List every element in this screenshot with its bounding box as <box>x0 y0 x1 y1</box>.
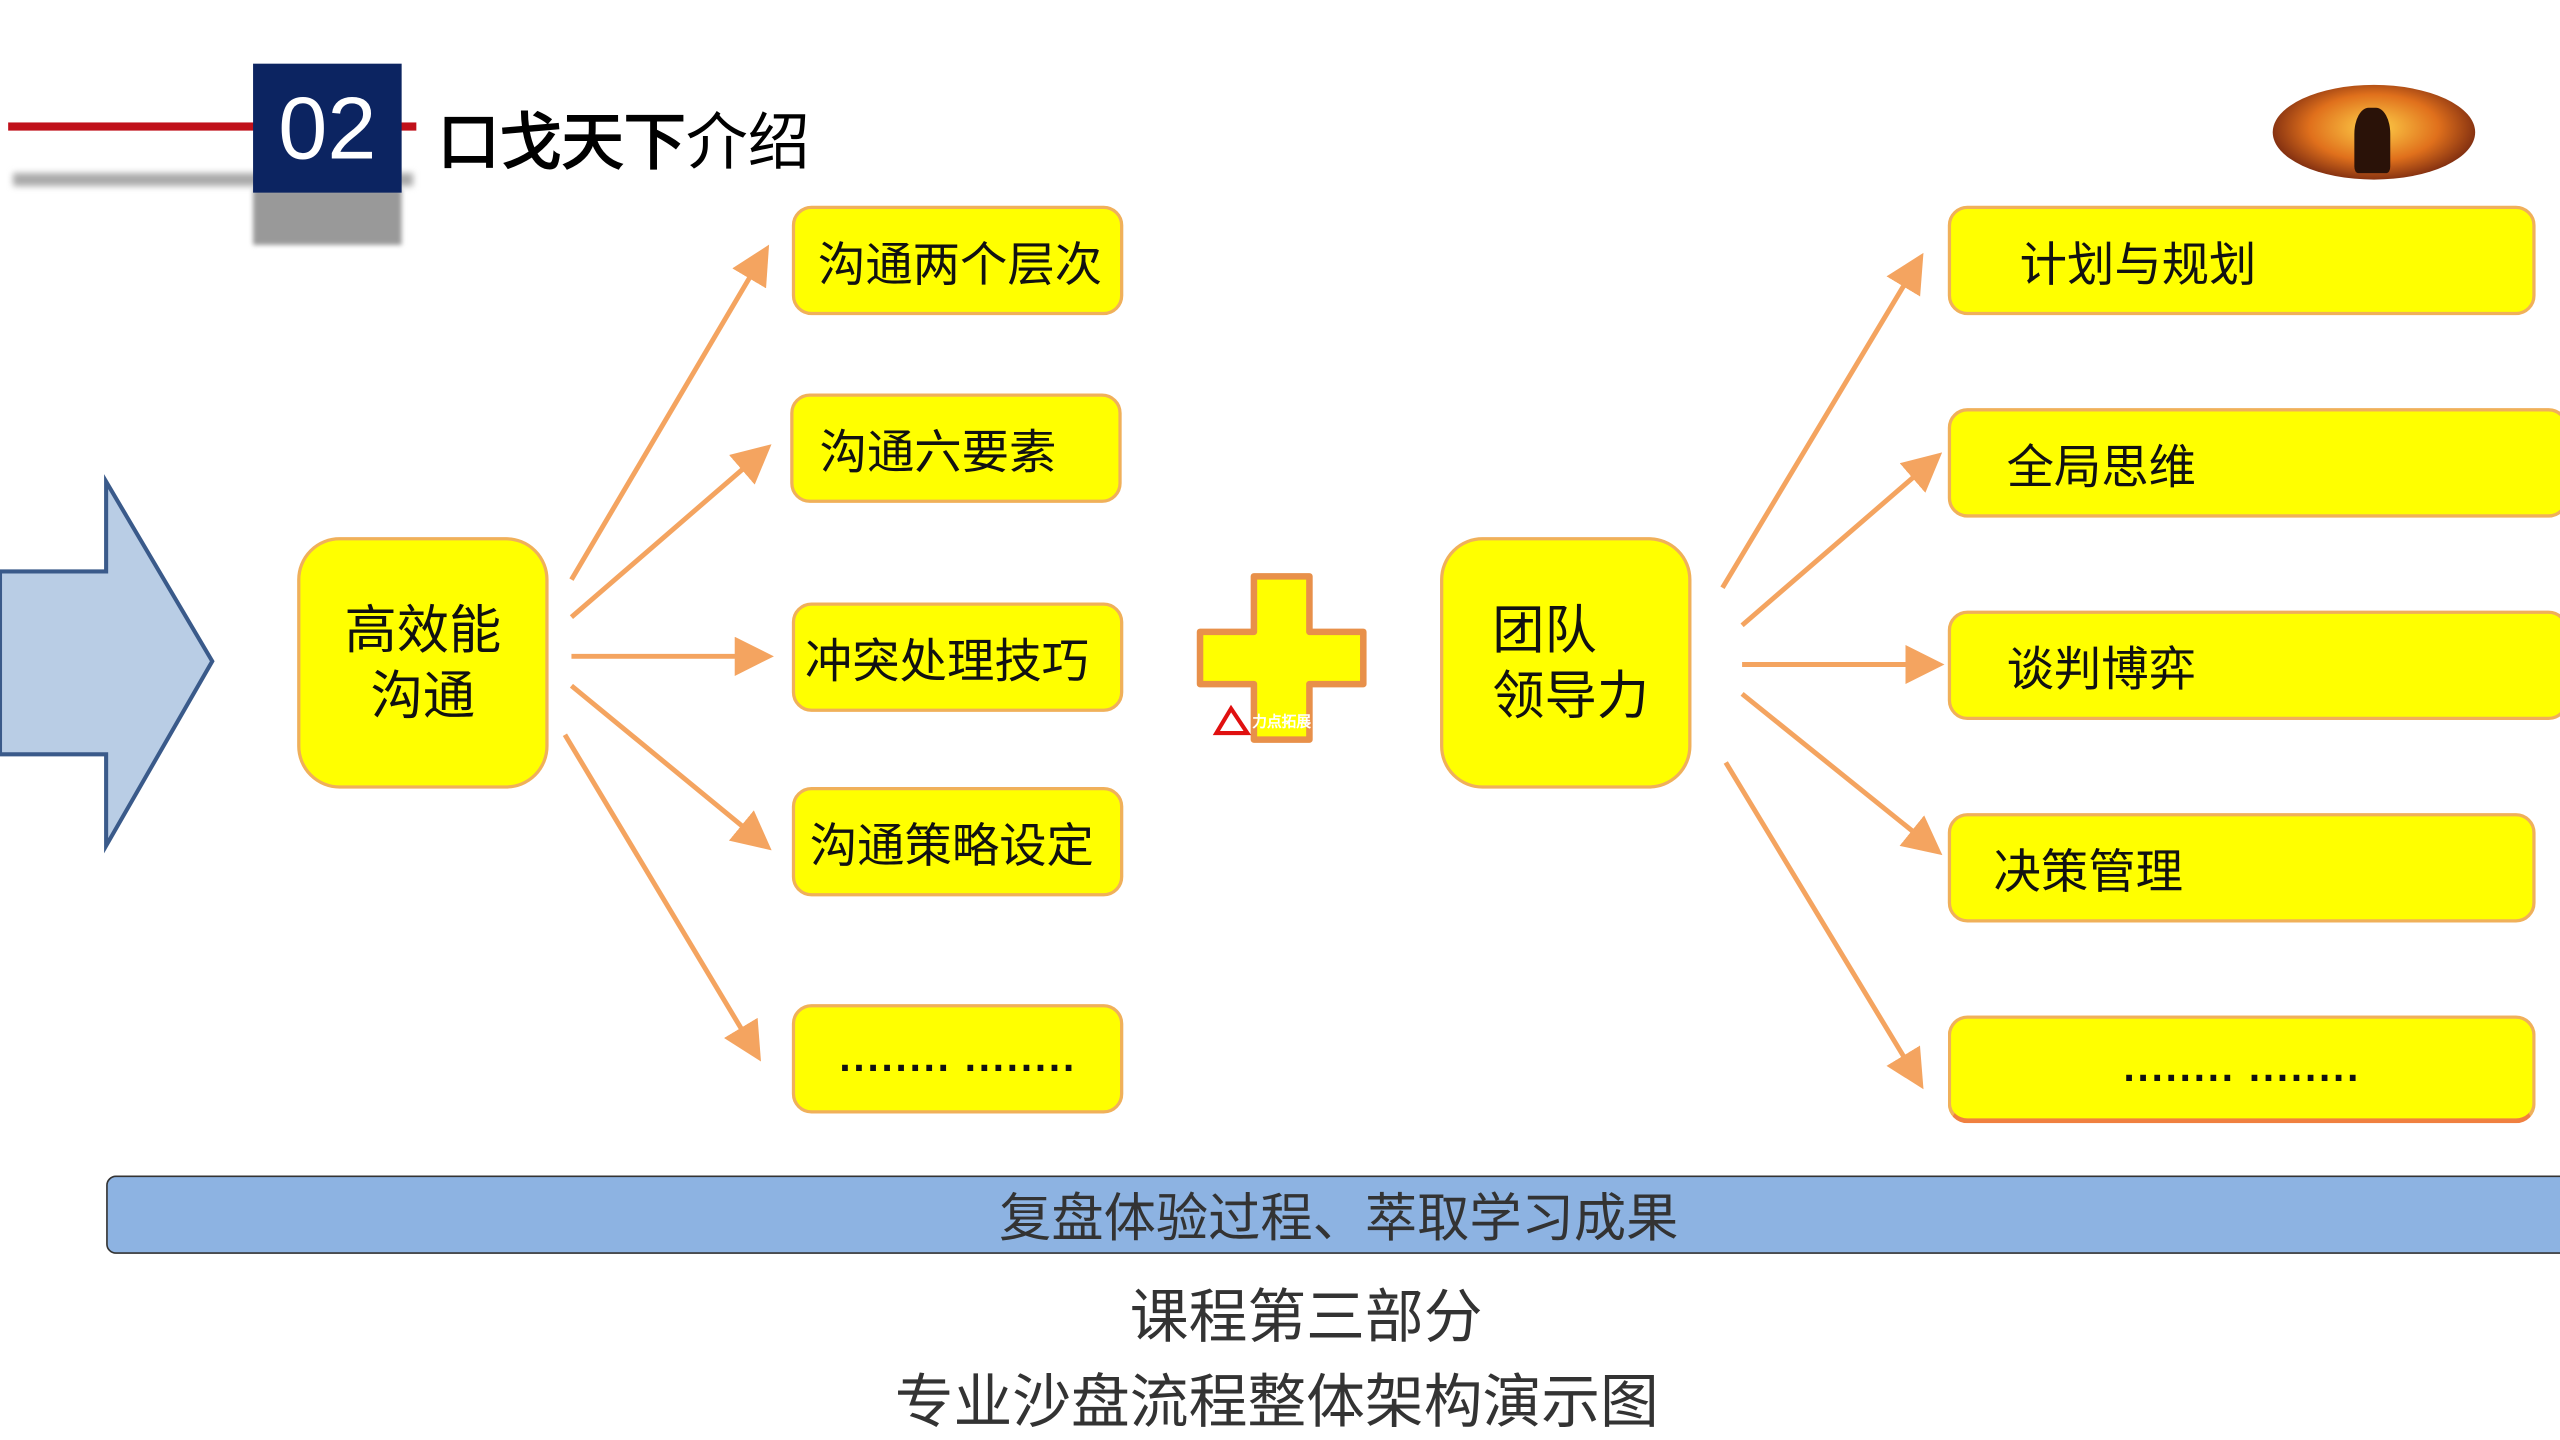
watermark-text: 力点拓展 <box>1252 715 1312 732</box>
header-red-line <box>8 122 417 131</box>
summary-banner: 复盘体验过程、萃取学习成果 <box>106 1175 2560 1254</box>
brand-logo-image <box>2272 84 2476 180</box>
arrow-left-5 <box>562 733 761 1062</box>
arrow-left-2 <box>569 444 772 620</box>
node-line-1: 高效能 <box>344 599 502 662</box>
left-item-3: 冲突处理技巧 <box>791 602 1124 712</box>
right-item-5: ........ ........ <box>1947 1015 2536 1124</box>
arrow-right-2 <box>1740 452 1943 628</box>
center-node-communication: 高效能 沟通 <box>297 537 549 789</box>
node-line-2: 领导力 <box>1492 664 1650 727</box>
number-box-shadow <box>253 189 402 245</box>
plus-icon <box>1196 573 1367 743</box>
left-item-4: 沟通策略设定 <box>791 786 1124 897</box>
center-node-leadership: 团队 领导力 <box>1440 537 1692 789</box>
big-arrow-shape <box>0 474 215 854</box>
left-item-1: 沟通两个层次 <box>791 205 1124 316</box>
node-line-2: 沟通 <box>370 664 476 727</box>
right-item-2: 全局思维 <box>1947 408 2560 518</box>
node-line-1: 团队 <box>1492 599 1597 662</box>
right-item-1: 计划与规划 <box>1947 205 2536 316</box>
left-item-2: 沟通六要素 <box>790 393 1122 503</box>
arrow-right-1 <box>1720 252 1924 590</box>
arrow-right-4 <box>1740 691 1943 856</box>
arrow-left-4 <box>569 683 772 851</box>
title-rest: 介绍 <box>685 106 810 178</box>
left-item-5: ........ ........ <box>791 1004 1124 1114</box>
section-number-box: 02 <box>253 63 402 193</box>
watermark-triangle-icon <box>1212 704 1252 736</box>
arrow-right-5 <box>1723 761 1924 1090</box>
right-item-4: 决策管理 <box>1947 813 2536 923</box>
arrow-left-1 <box>569 244 770 581</box>
logo-soldier-silhouette <box>2354 107 2391 174</box>
page-title: 口戈天下介绍 <box>438 91 810 181</box>
right-item-3: 谈判博弈 <box>1947 610 2560 721</box>
caption-line-2: 专业沙盘流程整体架构演示图 <box>894 1369 1659 1437</box>
caption-line-1: 课程第三部分 <box>1129 1284 1483 1352</box>
title-bold: 口戈天下 <box>437 106 686 178</box>
